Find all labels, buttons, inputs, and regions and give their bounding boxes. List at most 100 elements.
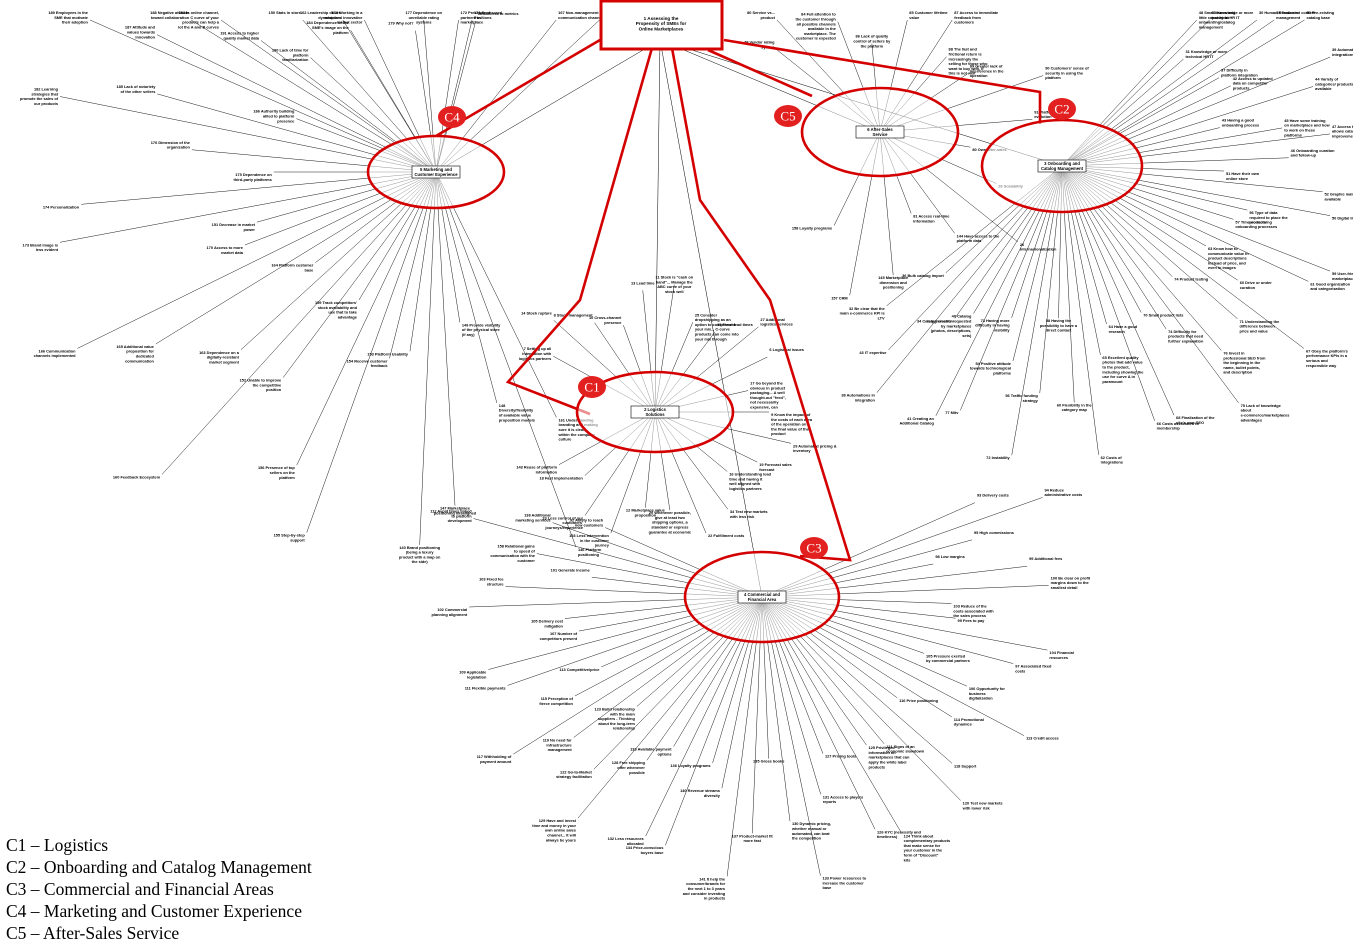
hub-node (1037, 159, 1087, 173)
branch-label-logistics: 13 Lead time (631, 280, 655, 285)
branch-link (89, 19, 437, 173)
branch-label-onboarding: 77 Mitv (945, 410, 959, 415)
branch-label-onboarding: 43 IT expertise (859, 350, 887, 355)
highlight-link (707, 48, 813, 98)
hub-node (855, 125, 905, 139)
branch-label-aftersales: 158 Loyalty programs (792, 226, 832, 231)
branch-label-commercial: 111 Flexible payments (465, 685, 506, 690)
branch-link (419, 171, 437, 545)
branch-label-aftersales: 80 Service vs...product (747, 10, 776, 20)
branch-label-commercial: 101 Generate income (551, 567, 591, 572)
highlight-link (723, 38, 1042, 124)
badge-c3: C3 (800, 537, 828, 559)
highlight-link (505, 47, 654, 416)
branch-label-commercial: 93 Delivery costs (977, 493, 1009, 498)
branch-link (306, 171, 437, 533)
branch-label-commercial: 113 Competitive/price (559, 667, 600, 672)
legend-item-c1: C1 – Logistics (6, 835, 109, 855)
branch-label-logistics: 15 Fixed lead times (717, 322, 753, 327)
branch-link (761, 596, 821, 876)
branch-label-onboarding: 70 Small product lists (1143, 312, 1183, 317)
branch-label-onboarding: 52 Graphic materialavailable (1325, 192, 1353, 202)
legend-item-c3: C3 – Commercial and Financial Areas (6, 879, 274, 899)
badge-c4: C4 (438, 106, 466, 128)
badge-c2: C2 (1048, 98, 1076, 120)
root-link (654, 39, 661, 413)
branch-label-commercial: 127 Pricing tools (825, 754, 856, 759)
branch-link (155, 171, 437, 345)
highlight-link (670, 47, 852, 562)
branch-link (435, 171, 557, 418)
legend: C1 – Logistics C2 – Onboarding and Catal… (6, 834, 466, 944)
branch-label-onboarding: 34 Catalog creation (917, 318, 954, 323)
branch-label-marketing: 174 Personalization (43, 204, 80, 209)
root-link (659, 39, 763, 598)
branch-label-onboarding: 72 Instability (986, 455, 1010, 460)
branch-link (296, 171, 437, 466)
branch-link (161, 171, 437, 475)
legend-item-c4: C4 – Marketing and Customer Experience (6, 901, 302, 921)
